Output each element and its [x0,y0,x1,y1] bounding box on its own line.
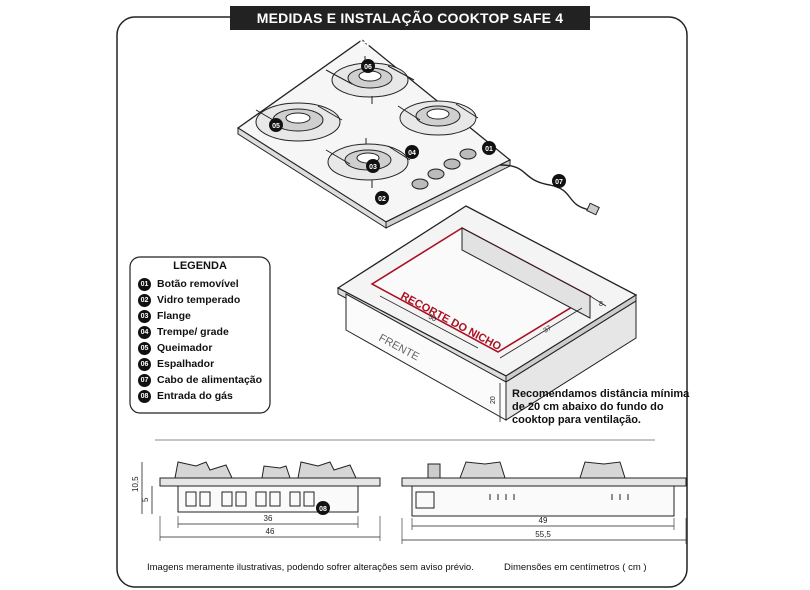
legend-item: 06 Espalhador [138,357,214,371]
front-width-total: 46 [266,527,275,536]
front-connectors [185,491,315,507]
svg-text:03: 03 [369,164,377,171]
callout-badges: 06 05 04 03 01 02 07 08 [269,59,566,515]
legend-label: Trempe/ grade [157,326,229,338]
svg-text:05: 05 [272,123,280,130]
callout-04: 04 [405,145,419,159]
legend-label: Botão removível [157,278,239,290]
callout-03: 03 [366,159,380,173]
front-view [141,461,381,541]
legend-label: Cabo de alimentação [157,374,263,386]
legend-label: Queimador [157,342,213,354]
ventilation-note: Recomendamos distância mínima de 20 cm a… [512,388,690,426]
legend-label: Flange [157,310,191,322]
callout-05: 05 [269,118,283,132]
side-vents [489,494,629,500]
svg-text:08: 08 [319,506,327,513]
callout-01: 01 [482,141,496,155]
legend-number: 02 [138,293,151,307]
svg-text:01: 01 [485,146,493,153]
legend-frame [129,256,271,414]
legend-number: 08 [138,389,151,403]
side-depth-total: 55,5 [535,530,551,539]
burner-left [255,102,343,142]
legend-item: 01 Botão removível [138,277,239,291]
legend-number: 06 [138,357,151,371]
cooktop-iso [236,39,600,229]
disclaimer-text: Imagens meramente ilustrativas, podendo … [147,562,474,573]
legend-item: 03 Flange [138,309,191,323]
front-height-body: 5 [141,497,150,502]
dim-side-label: 8 [599,301,603,308]
legend-label: Espalhador [157,358,215,370]
callout-07: 07 [552,174,566,188]
legend-number: 03 [138,309,151,323]
dim-width-label: 50 [427,314,437,324]
control-knobs [411,148,477,190]
callout-08: 08 [316,501,330,515]
legend-item: 04 Trempe/ grade [138,325,229,339]
legend-label: Entrada do gás [157,390,233,402]
burner-right [397,100,479,136]
front-width-inner: 36 [264,514,273,523]
legend-number: 07 [138,373,151,387]
page-title: MEDIDAS E INSTALAÇÃO COOKTOP SAFE 4 BOCA… [230,6,590,50]
legend: LEGENDA 01 Botão removível 02 Vidro temp… [130,257,270,413]
niche-iso [336,205,638,422]
legend-number: 05 [138,341,151,355]
callout-06: 06 [361,59,375,73]
units-text: Dimensões em centímetros ( cm ) [504,562,647,573]
svg-text:06: 06 [364,64,372,71]
svg-text:02: 02 [378,196,386,203]
svg-text:07: 07 [555,179,563,186]
legend-item: 05 Queimador [138,341,212,355]
side-depth-inner: 49 [539,516,548,525]
cabinet-side [505,300,637,421]
legend-number: 04 [138,325,151,339]
side-view [401,461,687,544]
dim-line-width [379,295,479,349]
front-height-total: 10,5 [131,476,140,492]
dim-line-depth [499,307,583,359]
dim-depth-label: 37 [543,325,553,335]
legend-item: 08 Entrada do gás [138,389,233,403]
svg-text:04: 04 [408,150,416,157]
niche-inner-wall [461,227,591,319]
dim-line-side [589,295,607,307]
legend-number: 01 [138,277,151,291]
dim-below-label: 20 [490,396,497,404]
legend-item: 07 Cabo de alimentação [138,373,262,387]
callout-02: 02 [375,191,389,205]
burner-back [325,56,415,104]
legend-item: 02 Vidro temperado [138,293,240,307]
legend-title: LEGENDA [173,260,227,272]
power-plug [586,202,600,216]
legend-label: Vidro temperado [157,294,241,306]
power-cable [499,164,591,211]
